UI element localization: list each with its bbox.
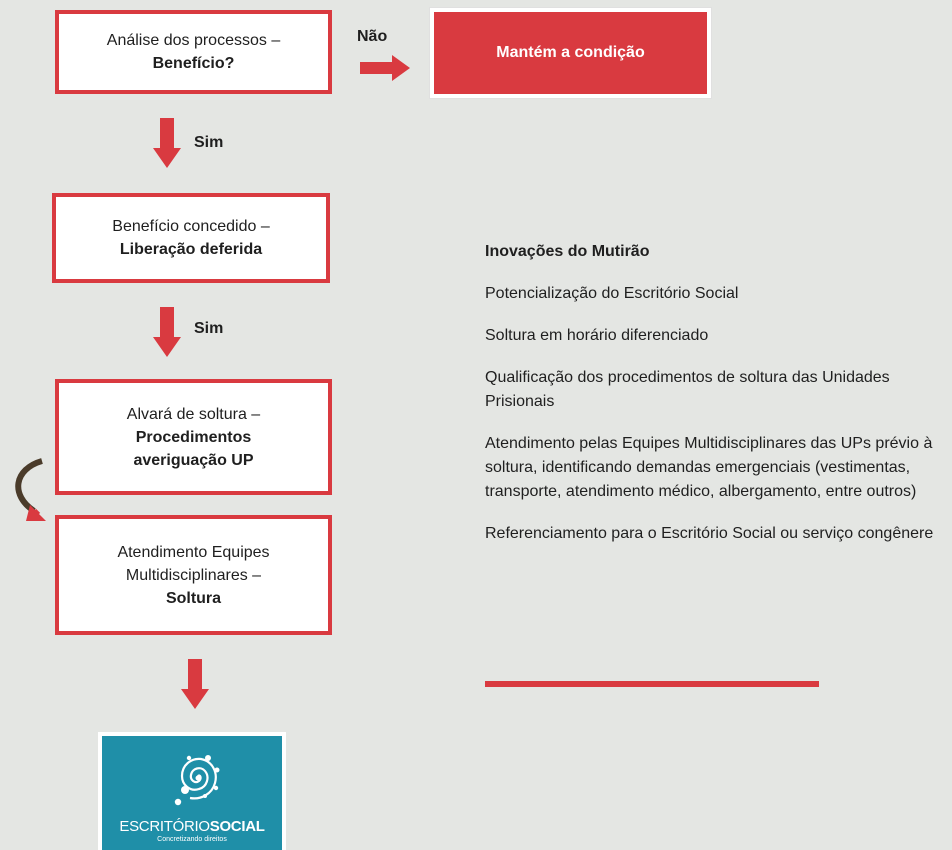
innovation-item: Qualificação dos procedimentos de soltur… bbox=[485, 369, 890, 410]
process-box-alvara-bold: Procedimentos averiguação UP bbox=[133, 428, 254, 469]
process-box-alvara: Alvará de soltura – Procedimentos averig… bbox=[55, 379, 332, 495]
down-arrow-icon bbox=[181, 659, 209, 709]
logo-word-bold: SOCIAL bbox=[209, 818, 265, 835]
down-arrow-icon bbox=[153, 307, 181, 357]
innovation-item: Referenciamento para o Escritório Social… bbox=[485, 525, 934, 542]
innovation-item: Soltura em horário diferenciado bbox=[485, 327, 709, 344]
innovation-item: Atendimento pelas Equipes Multidisciplin… bbox=[485, 435, 933, 500]
yes-label: Sim bbox=[194, 320, 224, 337]
process-box-atendimento-bold: Soltura bbox=[165, 589, 222, 607]
logo-wordmark: ESCRITÓRIOSOCIAL bbox=[102, 818, 282, 835]
result-box-mantem: Mantém a condição bbox=[430, 8, 711, 98]
curved-arrow-icon bbox=[15, 458, 46, 521]
innovations-panel: Inovações do Mutirão Potencialização do … bbox=[485, 240, 947, 564]
process-box-atendimento-text: Atendimento Equipes Multidisciplinares – bbox=[117, 543, 270, 584]
logo-word-regular: ESCRITÓRIO bbox=[119, 818, 210, 835]
right-arrow-icon bbox=[360, 55, 410, 81]
innovations-title: Inovações do Mutirão bbox=[485, 243, 650, 260]
decision-box-analise: Análise dos processos – Benefício? bbox=[55, 10, 332, 94]
decision-box-analise-text: Análise dos processos – bbox=[106, 32, 281, 49]
logo-tagline: Concretizando direitos bbox=[157, 836, 227, 843]
innovation-item: Potencialização do Escritório Social bbox=[485, 285, 739, 302]
yes-label: Sim bbox=[194, 134, 224, 151]
process-box-beneficio-concedido: Benefício concedido – Liberação deferida bbox=[52, 193, 330, 283]
down-arrow-icon bbox=[153, 118, 181, 168]
process-box-beneficio-text: Benefício concedido – bbox=[112, 218, 270, 235]
decision-box-analise-question: Benefício? bbox=[152, 55, 235, 72]
process-box-atendimento: Atendimento Equipes Multidisciplinares –… bbox=[55, 515, 332, 635]
escritorio-social-logo: ESCRITÓRIOSOCIAL Concretizando direitos bbox=[98, 732, 286, 850]
process-box-beneficio-bold: Liberação deferida bbox=[119, 241, 263, 258]
accent-divider bbox=[485, 681, 819, 687]
no-label: Não bbox=[357, 28, 388, 45]
process-box-alvara-text: Alvará de soltura – bbox=[126, 405, 261, 423]
spiral-logo-icon bbox=[174, 755, 220, 806]
